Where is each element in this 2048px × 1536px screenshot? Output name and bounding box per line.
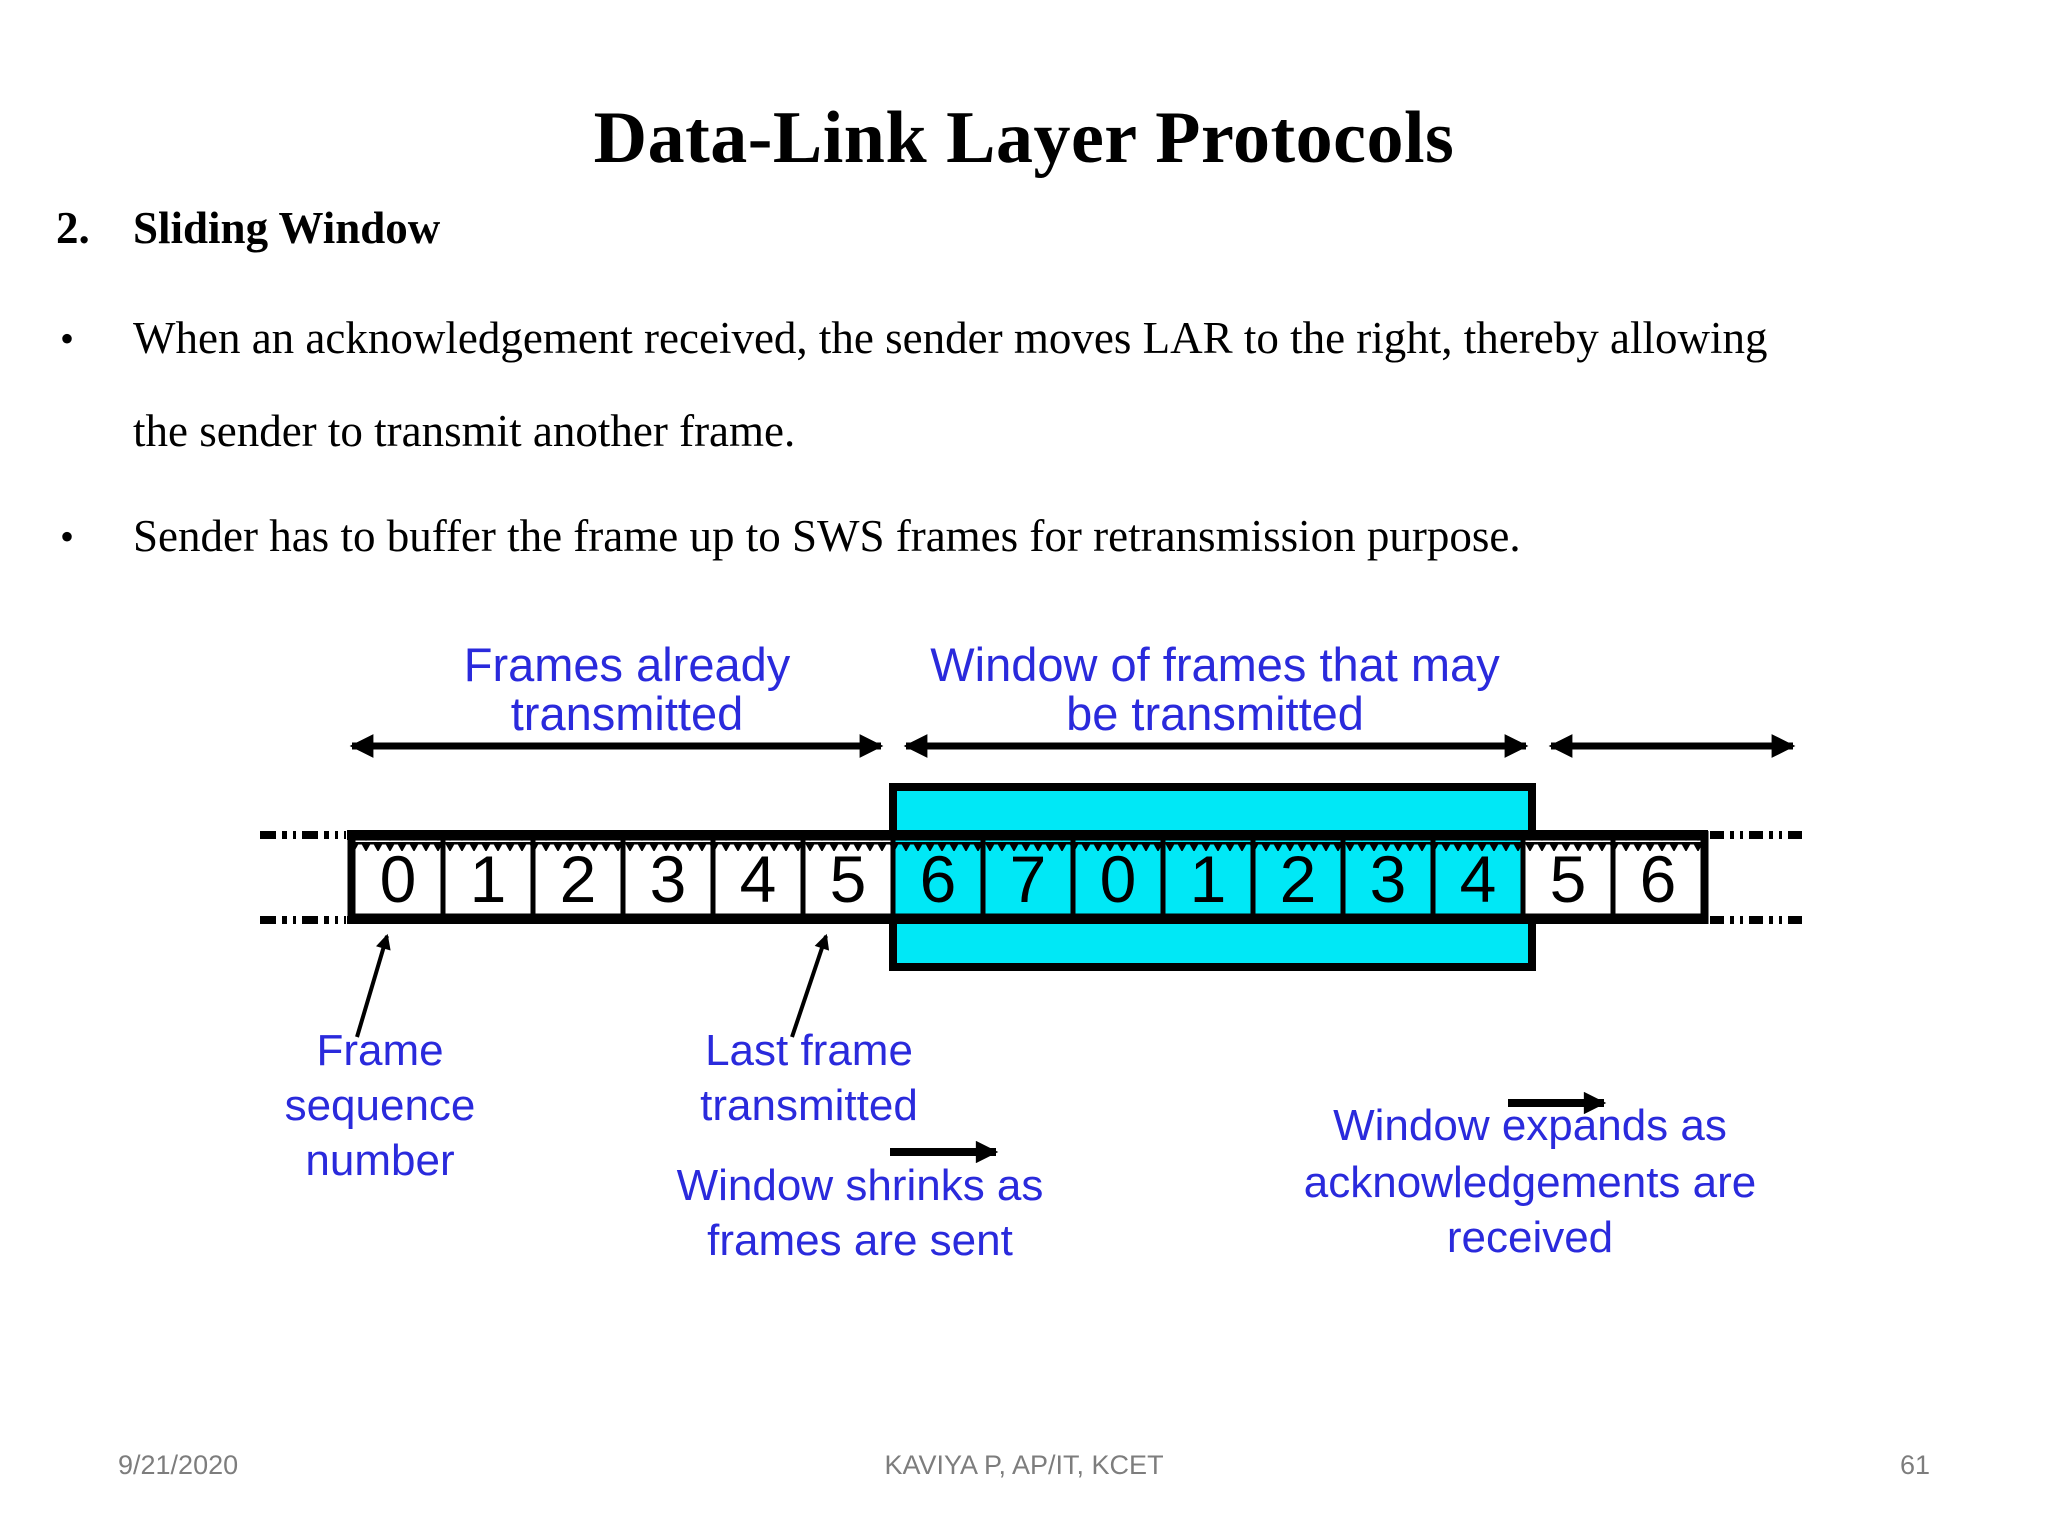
bullet-line: Sender has to buffer the frame up to SWS… xyxy=(133,511,1521,561)
label-last-frame-line1: Last frame xyxy=(705,1026,913,1075)
frame-cell-value: 3 xyxy=(650,842,687,916)
strip-perforation xyxy=(353,840,1703,851)
label-window-expands-line2: acknowledgements are xyxy=(1304,1158,1756,1207)
section-heading: 2. Sliding Window xyxy=(0,200,2048,260)
frame-cell-value: 6 xyxy=(920,842,957,916)
bullet-line: When an acknowledgement received, the se… xyxy=(133,313,1768,363)
pointer-arrow-last-frame xyxy=(790,933,830,1038)
label-window-frames-line2: be transmitted xyxy=(1066,687,1364,740)
footer-date: 9/21/2020 xyxy=(118,1450,239,1480)
slide-title: Data-Link Layer Protocols xyxy=(593,96,1455,179)
footer-page-number: 61 xyxy=(1899,1450,1930,1480)
frame-cell-value: 0 xyxy=(380,842,417,916)
frame-cell-value: 2 xyxy=(1280,842,1317,916)
bullet-item: • When an acknowledgement received, the s… xyxy=(60,292,2013,478)
frame-cell-value: 4 xyxy=(1460,842,1497,916)
bullet-marker: • xyxy=(60,514,75,559)
bullet-item: • Sender has to buffer the frame up to SW… xyxy=(60,490,2013,583)
label-frame-sequence-line2: sequence xyxy=(285,1081,476,1130)
frame-cell-value: 1 xyxy=(470,842,507,916)
bullet-list: • When an acknowledgement received, the s… xyxy=(60,292,2013,595)
label-frame-sequence-line3: number xyxy=(305,1136,454,1185)
bullet-marker: • xyxy=(60,316,75,361)
label-window-expands-line1: Window expands as xyxy=(1333,1101,1727,1150)
label-window-frames-line1: Window of frames that may xyxy=(930,638,1500,691)
heading-number: 2. xyxy=(56,203,90,253)
frame-cell-value: 2 xyxy=(560,842,597,916)
footer-author: KAVIYA P, AP/IT, KCET xyxy=(884,1450,1164,1480)
label-window-shrinks-line1: Window shrinks as xyxy=(677,1161,1044,1210)
frame-cell-value: 7 xyxy=(1010,842,1047,916)
label-frames-already-line1: Frames already xyxy=(464,638,791,691)
heading-text: Sliding Window xyxy=(133,203,441,253)
bullet-line: the sender to transmit another frame. xyxy=(133,406,796,456)
frame-cell-value: 1 xyxy=(1190,842,1227,916)
pointer-arrow-frame-sequence xyxy=(355,933,391,1038)
label-window-shrinks-line2: frames are sent xyxy=(707,1216,1013,1265)
label-last-frame-line2: transmitted xyxy=(700,1081,918,1130)
frame-cell-value: 5 xyxy=(1550,842,1587,916)
label-window-expands-line3: received xyxy=(1447,1213,1613,1262)
frame-cell-value: 0 xyxy=(1100,842,1137,916)
label-frame-sequence-line1: Frame xyxy=(316,1026,443,1075)
label-frames-already-line2: transmitted xyxy=(511,687,743,740)
frame-cell-value: 5 xyxy=(830,842,867,916)
frame-cell-value: 3 xyxy=(1370,842,1407,916)
frame-cell-value: 4 xyxy=(740,842,777,916)
frame-cell-value: 6 xyxy=(1640,842,1677,916)
